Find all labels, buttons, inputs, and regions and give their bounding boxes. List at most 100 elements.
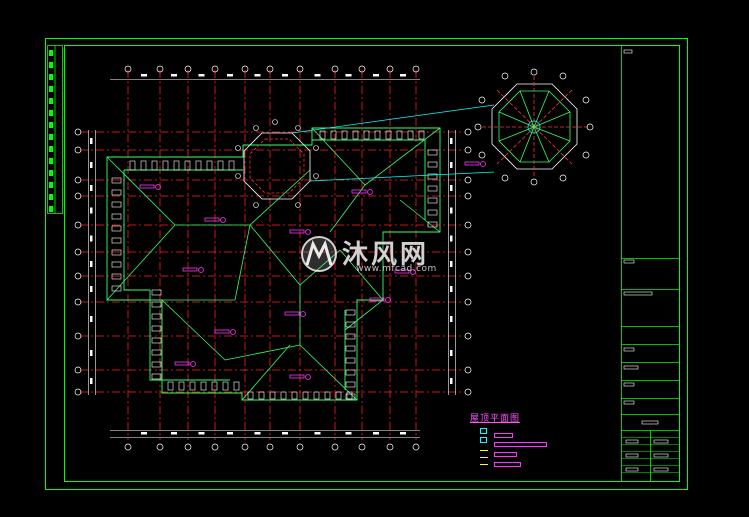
title-block-text <box>625 439 639 444</box>
window-marks <box>111 130 438 400</box>
drain-label <box>394 269 410 274</box>
window-mark <box>352 130 359 140</box>
strip-text <box>49 110 53 116</box>
axis-bubble <box>211 65 219 73</box>
drain-label <box>214 329 230 334</box>
axis-bubble <box>386 65 394 73</box>
dimension-text <box>450 162 453 168</box>
dimension-text <box>450 378 453 384</box>
title-block-text <box>625 453 639 458</box>
window-mark <box>151 337 162 344</box>
window-mark <box>211 381 218 391</box>
detail-bubble <box>530 178 538 186</box>
title-block-text <box>625 467 639 472</box>
window-mark <box>151 361 162 368</box>
window-mark <box>151 289 162 296</box>
dimension-text <box>141 74 147 77</box>
dimension-text <box>90 235 93 242</box>
detail-bubble <box>582 96 590 104</box>
window-mark <box>330 130 337 140</box>
window-mark <box>184 160 191 171</box>
axis-bubble <box>74 332 82 340</box>
window-mark <box>374 130 381 140</box>
window-mark <box>427 149 438 156</box>
drain-label <box>174 361 190 366</box>
dimension-text <box>90 286 93 292</box>
title-block-text <box>623 347 635 352</box>
window-mark <box>111 177 122 184</box>
axis-bubbles <box>74 65 472 451</box>
dimension-text <box>171 432 177 435</box>
axis-bubble <box>296 65 304 73</box>
drain-label <box>204 217 220 222</box>
strip-text <box>49 170 53 176</box>
axis-bubble <box>464 248 472 256</box>
outer-frame <box>45 38 688 490</box>
drain-marker <box>410 269 416 275</box>
axis-bubble <box>74 128 82 136</box>
octagon-bubble <box>253 125 259 131</box>
strip-text <box>49 158 53 164</box>
dimension-text <box>450 207 453 214</box>
window-mark <box>319 130 326 140</box>
dimension-lines <box>88 79 456 438</box>
octagon-bubble <box>313 173 319 179</box>
detail-axis-bubbles <box>474 68 594 186</box>
axis-bubble <box>241 443 249 451</box>
dimension-text <box>450 316 453 322</box>
strip-text <box>49 146 53 152</box>
window-mark <box>233 381 240 391</box>
drain-marker <box>220 217 226 223</box>
window-mark <box>269 391 276 400</box>
detail-bubble <box>501 174 509 182</box>
axis-bubble <box>464 146 472 154</box>
axis-bubble <box>464 176 472 184</box>
dimension-text <box>141 432 147 435</box>
window-mark <box>313 391 320 400</box>
dimension-text-marks <box>90 74 453 435</box>
window-mark <box>341 130 348 140</box>
window-mark <box>111 213 122 220</box>
axis-bubble <box>464 332 472 340</box>
dimension-text <box>90 162 93 168</box>
dimension-text <box>282 74 288 77</box>
drain-label <box>289 229 305 234</box>
octagon-bubble <box>272 119 278 125</box>
roof-ridges <box>106 127 441 401</box>
drain-label <box>369 297 385 302</box>
detail-bubble <box>478 151 486 159</box>
octagon-tower <box>243 132 311 200</box>
title-block-text <box>653 467 669 472</box>
axis-bubble <box>211 443 219 451</box>
axis-bubble <box>358 443 366 451</box>
dimension-text <box>198 74 205 77</box>
window-mark <box>291 391 298 400</box>
window-mark <box>111 285 122 292</box>
title-block-rows <box>621 437 680 473</box>
inner-frame <box>64 45 680 482</box>
axis-bubble <box>74 192 82 200</box>
window-mark <box>111 201 122 208</box>
window-mark <box>258 391 265 400</box>
window-mark <box>111 225 122 232</box>
window-mark <box>345 393 356 400</box>
window-mark <box>427 173 438 180</box>
axis-bubble <box>386 443 394 451</box>
mf-logo-icon <box>301 236 337 272</box>
axis-bubble <box>74 298 82 306</box>
axis-bubble <box>74 146 82 154</box>
window-mark <box>151 325 162 332</box>
axis-bubble <box>124 443 132 451</box>
octagon-bubble <box>235 145 241 151</box>
drain-marker <box>385 297 391 303</box>
axis-bubble <box>74 388 82 396</box>
axis-bubble <box>464 128 472 136</box>
window-mark <box>151 301 162 308</box>
drain-label <box>139 184 155 189</box>
strip-text <box>49 194 53 200</box>
window-mark <box>345 345 356 352</box>
window-mark <box>228 160 235 171</box>
detail-bubble <box>559 72 567 80</box>
strip-text <box>49 86 53 92</box>
window-mark <box>200 381 207 391</box>
